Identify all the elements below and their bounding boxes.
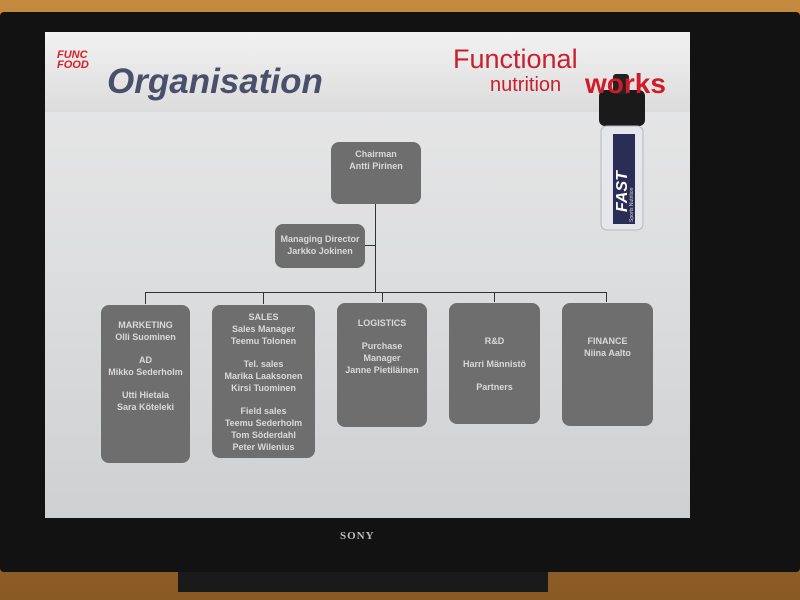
connector — [365, 245, 375, 246]
role: Tel. sales — [243, 359, 284, 369]
header-band — [45, 32, 690, 112]
tagline-works: works — [585, 68, 666, 99]
person: Utti Hietala — [121, 390, 169, 400]
role: Sales Manager — [231, 324, 296, 334]
person: Harri Männistö — [462, 359, 526, 369]
person: Teemu Tolonen — [230, 336, 297, 346]
dept: SALES — [248, 312, 279, 322]
tagline-nutrition: nutrition — [490, 74, 562, 96]
role: Manager — [363, 353, 401, 363]
managing-director-box: Managing Director Jarkko Jokinen — [275, 224, 365, 268]
person: Janne Pietiläinen — [345, 365, 419, 375]
slide-title: Organisation — [107, 62, 323, 101]
logistics-box: LOGISTICS Purchase Manager Janne Pietilä… — [337, 303, 427, 427]
person: Tom Söderdahl — [231, 430, 296, 440]
finance-box: FINANCE Niina Aalto — [562, 303, 653, 426]
func-food-logo: FUNC FOOD — [57, 49, 89, 71]
slide: FUNC FOOD Organisation Functional nutrit… — [45, 32, 690, 518]
dept: MARKETING — [118, 320, 173, 330]
person: Marika Laaksonen — [224, 371, 303, 381]
shaker-sub: Sports Nutrition — [629, 187, 635, 222]
person: Peter Wilenius — [232, 442, 295, 452]
dept: FINANCE — [587, 336, 628, 346]
person: Antti Pirinen — [349, 161, 403, 171]
connector — [375, 204, 376, 292]
person: Mikko Sederholm — [108, 367, 183, 377]
person: Kirsi Tuominen — [231, 383, 296, 393]
connector — [494, 292, 495, 302]
connector — [606, 292, 607, 302]
role: Managing Director — [280, 234, 360, 244]
tagline-functional: Functional — [453, 44, 578, 74]
connector — [263, 292, 264, 304]
person: Jarkko Jokinen — [287, 246, 353, 256]
shaker-image: FAST Sports Nutrition — [599, 74, 645, 231]
person: Niina Aalto — [584, 348, 631, 358]
role: AD — [139, 355, 152, 365]
rnd-box: R&D Harri Männistö Partners — [449, 303, 540, 424]
marketing-box: MARKETING Olli Suominen AD Mikko Sederho… — [101, 305, 190, 463]
role: Purchase — [361, 341, 403, 351]
person: Teemu Sederholm — [224, 418, 303, 428]
role: Chairman — [355, 149, 397, 159]
person: Olli Suominen — [115, 332, 176, 342]
shaker-brand: FAST — [614, 170, 631, 212]
connector — [145, 292, 146, 304]
connector — [145, 292, 607, 293]
sales-box: SALES Sales Manager Teemu Tolonen Tel. s… — [212, 305, 315, 458]
dept: R&D — [484, 336, 505, 346]
connector — [382, 292, 383, 302]
dept: LOGISTICS — [357, 318, 407, 328]
tv-brand: SONY — [340, 530, 375, 542]
partners: Partners — [476, 382, 513, 392]
person: Sara Köteleki — [116, 402, 175, 412]
chairman-box: Chairman Antti Pirinen — [331, 142, 421, 204]
role: Field sales — [240, 406, 287, 416]
